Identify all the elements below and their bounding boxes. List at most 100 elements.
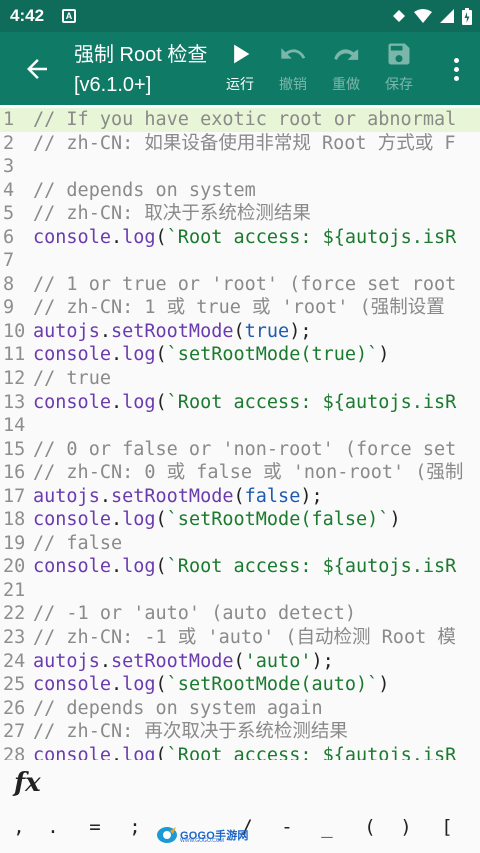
symbol-key[interactable]: , — [13, 816, 25, 838]
code-token: // zh-CN: 再次取决于系统检测结果 — [33, 721, 348, 743]
redo-label: 重做 — [332, 77, 360, 93]
code-text: // depends on system again — [33, 697, 323, 721]
line-number: 26 — [3, 697, 26, 719]
code-token: . — [110, 744, 123, 760]
code-token: ( — [155, 344, 167, 366]
code-line[interactable]: 11 console.log(`setRootMode(true)`) — [0, 343, 480, 367]
line-number: 9 — [3, 297, 15, 319]
code-line[interactable]: 2// zh-CN: 如果设备使用非常规 Root 方式或 F — [0, 132, 480, 156]
code-token: autojs — [33, 650, 100, 672]
line-number: 28 — [3, 744, 26, 760]
code-line[interactable]: 1// If you have exotic root or abnormal — [0, 108, 480, 132]
code-token: console — [33, 744, 111, 760]
redo-icon — [334, 49, 359, 60]
symbol-key[interactable]: ; — [129, 816, 141, 838]
code-text: autojs.setRootMode(true); — [33, 320, 311, 344]
code-token: log — [122, 226, 156, 248]
code-line[interactable]: 3 — [0, 155, 480, 179]
function-button[interactable]: fx — [14, 768, 41, 798]
code-line[interactable]: 23// zh-CN: -1 或 'auto' (自动检测 Root 模 — [0, 626, 480, 650]
code-line[interactable]: 16// zh-CN: 0 或 false 或 'non-root' (强制 — [0, 461, 480, 485]
line-number: 25 — [3, 674, 26, 696]
line-number: 11 — [3, 344, 26, 366]
code-line[interactable]: 26 // depends on system again — [0, 697, 480, 721]
line-number: 8 — [3, 273, 15, 295]
code-token: `Root access: ${autojs.isR — [166, 744, 457, 760]
code-token: ( — [155, 509, 167, 531]
line-number: 4 — [3, 179, 15, 201]
code-token: ( — [233, 320, 245, 342]
code-token: console — [33, 556, 111, 578]
line-number: 19 — [3, 532, 26, 554]
symbol-key[interactable]: [ — [441, 816, 453, 838]
watermark-text: GOGO手游网 — [180, 830, 249, 842]
code-text: console.log(`Root access: ${autojs.isR — [33, 226, 456, 250]
code-line[interactable]: 21 — [0, 579, 480, 603]
code-token: . — [110, 226, 123, 248]
code-token: // zh-CN: 取决于系统检测结果 — [33, 203, 311, 225]
code-line[interactable]: 17 autojs.setRootMode(false); — [0, 485, 480, 509]
symbol-key[interactable]: ( — [364, 816, 376, 838]
code-text: console.log(`setRootMode(true)`) — [33, 343, 389, 367]
symbol-key[interactable]: . — [47, 816, 59, 838]
code-line[interactable]: 9// zh-CN: 1 或 true 或 'root' (强制设置 — [0, 296, 480, 320]
symbol-key[interactable]: ) — [400, 816, 412, 838]
code-text: // zh-CN: 如果设备使用非常规 Root 方式或 F — [33, 132, 455, 156]
code-line[interactable]: 8 // 1 or true or 'root' (force set root — [0, 273, 480, 297]
code-token: `setRootMode(true)` — [166, 344, 379, 366]
code-line[interactable]: 7 — [0, 249, 480, 273]
code-line[interactable]: 4 // depends on system — [0, 179, 480, 203]
save-button[interactable]: 保存 — [377, 40, 421, 94]
watermark-logo-icon — [157, 827, 177, 843]
redo-button[interactable]: 重做 — [324, 40, 368, 94]
line-number: 18 — [3, 509, 26, 531]
code-token: `setRootMode(false)` — [166, 509, 390, 531]
code-token: ( — [233, 485, 245, 507]
code-token: ( — [155, 556, 167, 578]
code-text: // 1 or true or 'root' (force set root — [33, 273, 456, 297]
symbol-key[interactable]: / — [241, 816, 253, 838]
run-button[interactable]: 运行 — [218, 40, 262, 94]
back-arrow-icon[interactable] — [22, 54, 52, 84]
code-line[interactable]: 15// 0 or false or 'non-root' (force set — [0, 438, 480, 462]
code-token: . — [99, 320, 111, 342]
code-text: autojs.setRootMode(false); — [33, 485, 323, 509]
line-number: 1 — [3, 109, 15, 130]
symbol-key[interactable]: - — [281, 816, 293, 838]
code-line[interactable]: 12// true — [0, 367, 480, 391]
code-token: ); — [289, 320, 312, 342]
undo-icon — [281, 48, 306, 59]
symbol-key[interactable]: _ — [321, 816, 333, 838]
code-line[interactable]: 22// -1 or 'auto' (auto detect) — [0, 602, 480, 626]
code-token: `Root access: ${autojs.isR — [166, 226, 457, 248]
code-text: console.log(`Root access: ${autojs.isR — [33, 555, 456, 579]
code-token: // depends on system — [33, 179, 256, 201]
status-time: 4:42 — [10, 6, 45, 25]
code-token: // 0 or false or 'non-root' (force set — [33, 438, 457, 460]
undo-button[interactable]: 撤销 — [271, 40, 315, 94]
code-line[interactable]: 14 — [0, 414, 480, 438]
code-token: // zh-CN: 0 或 false 或 'non-root' (强制 — [33, 462, 464, 484]
code-token: ( — [155, 674, 167, 696]
symbol-key[interactable]: = — [89, 816, 101, 838]
more-options-icon[interactable] — [454, 58, 460, 85]
code-token: log — [122, 509, 156, 531]
code-line[interactable]: 27// zh-CN: 再次取决于系统检测结果 — [0, 720, 480, 744]
code-token: ( — [155, 226, 167, 248]
code-line[interactable]: 19// false — [0, 532, 480, 556]
code-token: // -1 or 'auto' (auto detect) — [33, 603, 357, 625]
code-token: console — [33, 509, 111, 531]
play-icon — [234, 44, 250, 64]
code-line[interactable]: 5// zh-CN: 取决于系统检测结果 — [0, 202, 480, 226]
line-number: 17 — [3, 485, 26, 507]
line-number: 12 — [3, 368, 26, 390]
